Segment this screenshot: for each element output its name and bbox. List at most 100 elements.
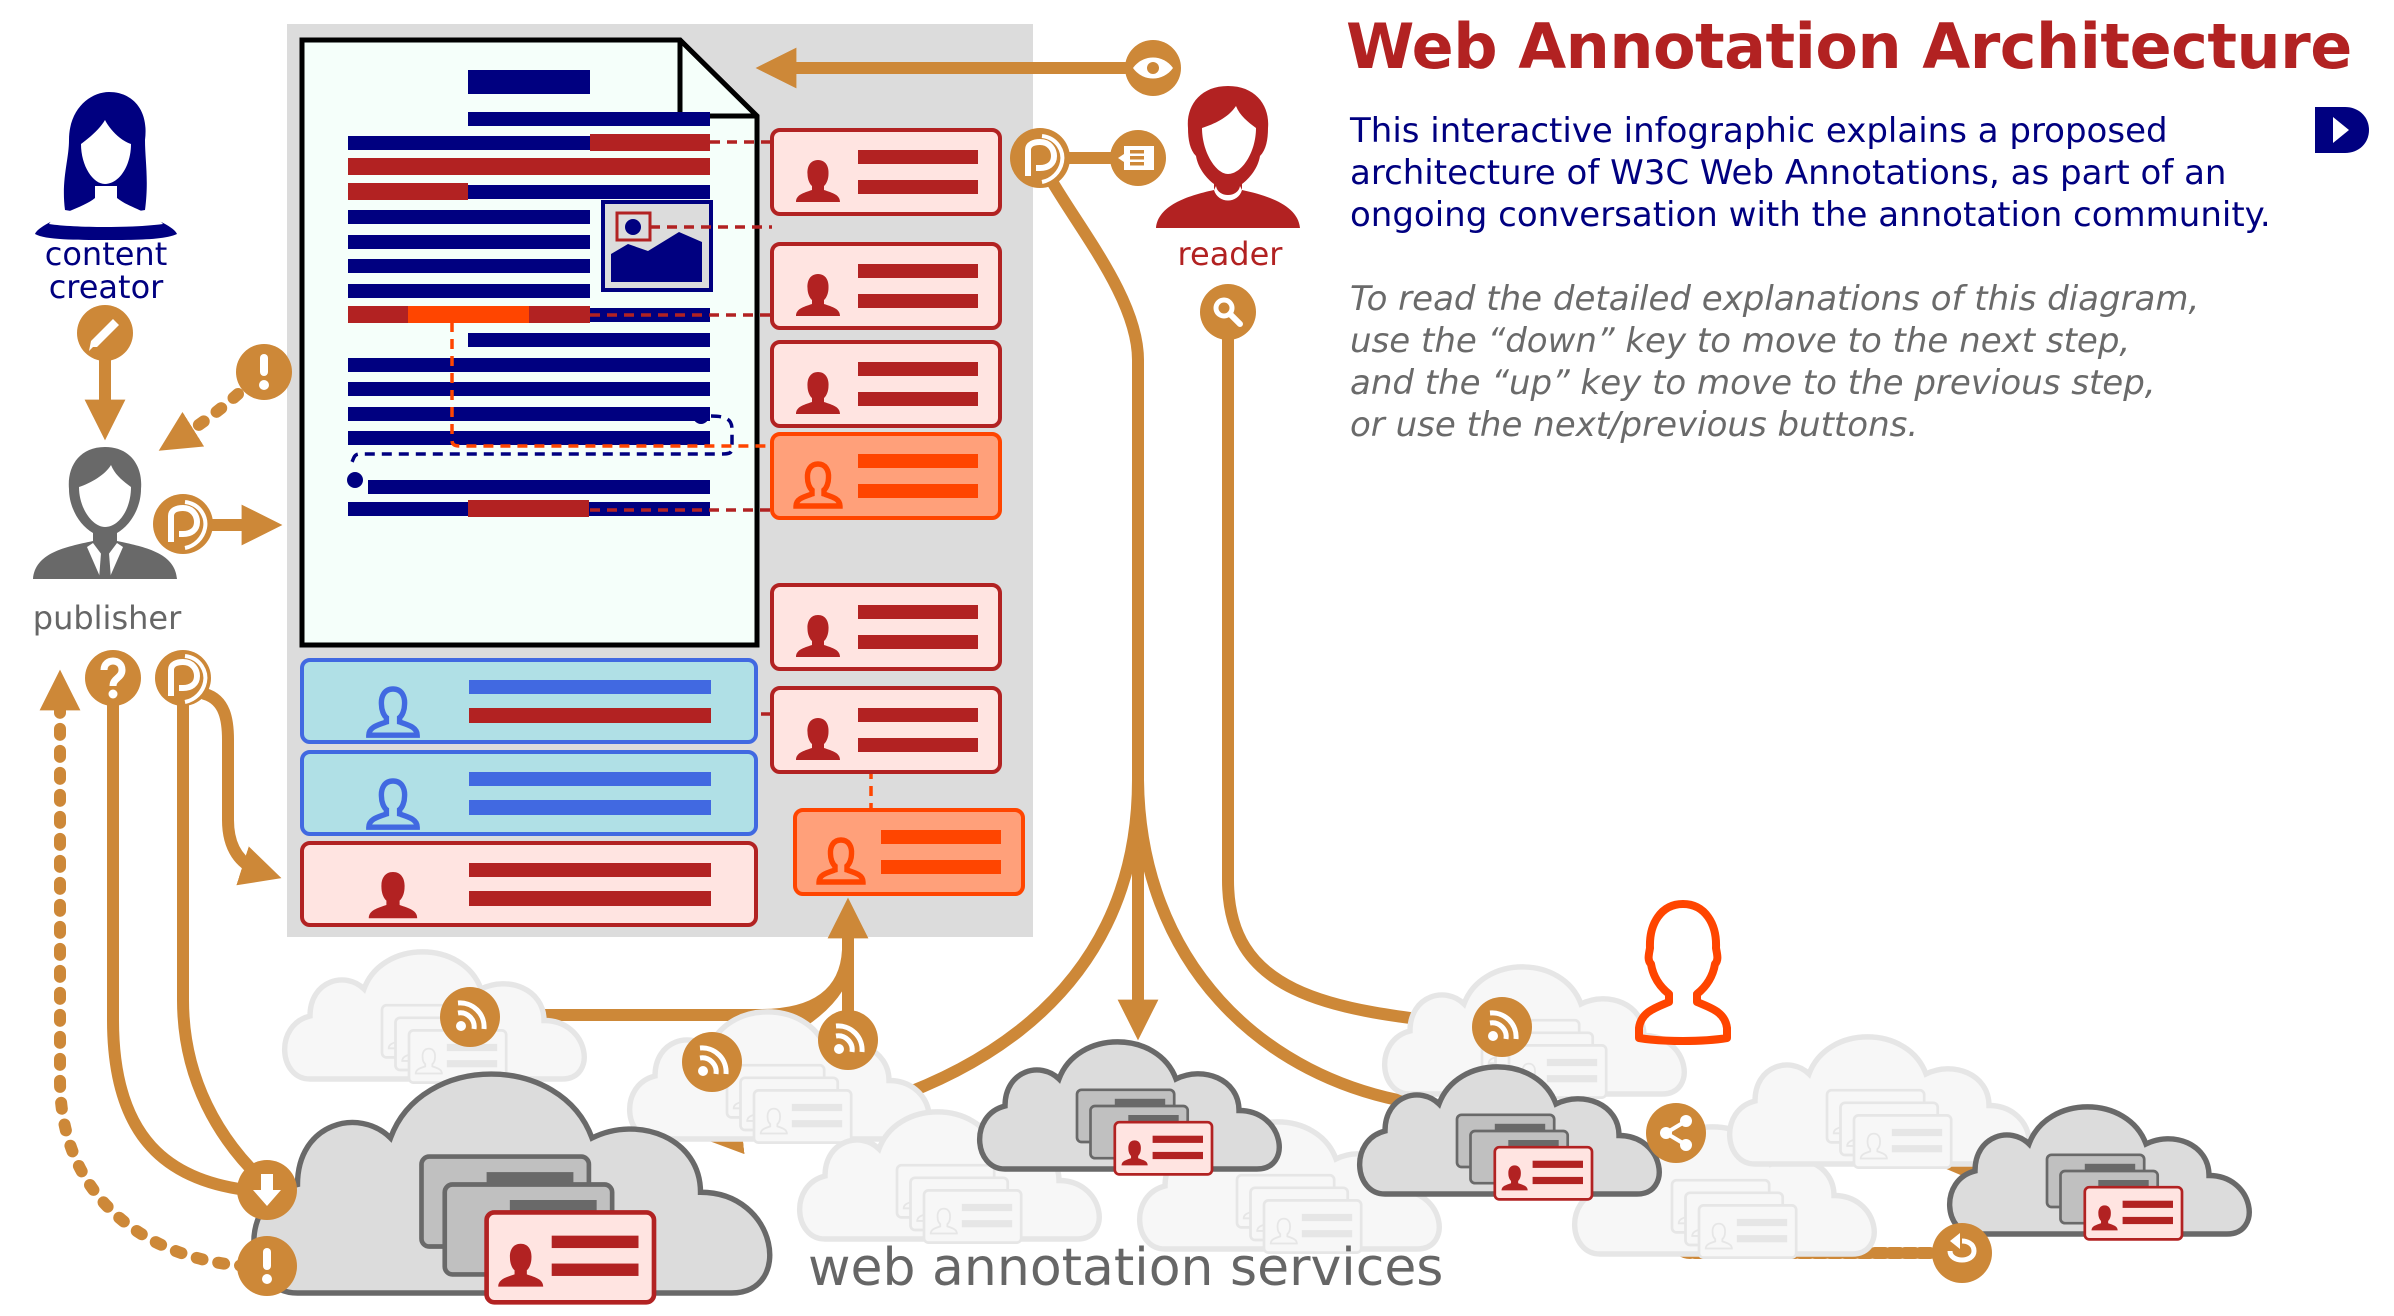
edit-pencil-icon [89, 319, 119, 351]
view-eye-badge[interactable] [1125, 40, 1181, 96]
publish-badge[interactable] [153, 494, 213, 554]
document-text-lines [347, 70, 734, 517]
label-line: creator [48, 268, 164, 306]
publish-search-icon [168, 654, 208, 704]
service-cloud-center[interactable] [980, 1042, 1280, 1175]
search-badge[interactable] [1200, 284, 1256, 340]
doc-image-mountain [611, 232, 702, 282]
arrow-feedback-to-publisher [158, 388, 244, 451]
publisher-figure [33, 447, 177, 579]
doc-line [468, 112, 710, 126]
other-user-figure [1635, 900, 1731, 1045]
download-icon [253, 1174, 281, 1206]
publisher-annotation-card[interactable] [300, 750, 758, 836]
question-badge[interactable] [85, 650, 141, 706]
annotation-card[interactable] [770, 242, 1002, 330]
rss-feed-icon [698, 1045, 729, 1076]
publisher-annotation-card[interactable] [300, 658, 758, 744]
doc-image-sun [625, 219, 641, 235]
intro-line: ongoing conversation with the annotation… [1350, 195, 2271, 235]
publish-search-badge[interactable] [155, 650, 211, 706]
arrow-to-right-cloud [1132, 774, 1441, 1122]
annotation-text-line [858, 294, 978, 308]
sync-icon [1947, 1233, 1977, 1263]
annotation-text-line [469, 800, 711, 815]
search-icon [1213, 297, 1243, 327]
annotation-text-line [469, 863, 711, 877]
next-step-button[interactable] [2315, 107, 2369, 153]
share-icon [1660, 1115, 1692, 1151]
doc-line [468, 185, 710, 199]
annotation-text-line [858, 264, 978, 278]
annotation-text-line [858, 635, 978, 649]
annotation-text-line [858, 484, 978, 498]
annotation-text-line [858, 180, 978, 194]
intro-line: architecture of W3C Web Annotations, as … [1350, 153, 2227, 193]
next-step-icon [2315, 107, 2369, 153]
doc-line [348, 382, 710, 396]
content-creator-figure [35, 92, 177, 240]
annotation-text-line [881, 860, 1001, 874]
rss-feed-badge[interactable] [1472, 997, 1532, 1057]
arrow-publisher-to-own-annotations [199, 688, 282, 886]
rss-feed-icon [456, 1000, 487, 1031]
faded-service-cloud [630, 1012, 930, 1143]
rss-feed-badge[interactable] [682, 1032, 742, 1092]
link-question-to-download [107, 688, 252, 1196]
alert-feedback-icon [259, 354, 269, 390]
doc-line [348, 136, 590, 150]
annotation-text-line [858, 454, 978, 468]
instruction-line: To read the detailed explanations of thi… [1350, 279, 2200, 319]
reply-annotation-card[interactable] [793, 808, 1025, 896]
annotation-text-line [858, 362, 978, 376]
doc-line [348, 284, 590, 298]
publisher-label: publisher [32, 599, 182, 637]
intro-line: This interactive infographic explains a … [1350, 111, 2168, 151]
annotation-text-line [469, 680, 711, 694]
sync-badge[interactable] [1932, 1223, 1992, 1283]
instruction-line: and the “up” key to move to the previous… [1350, 363, 2156, 403]
doc-highlight-annotated [468, 500, 589, 517]
alert-notify-badge[interactable] [237, 1236, 297, 1296]
faded-service-cloud [285, 952, 585, 1083]
reader-figure [1156, 86, 1300, 228]
doc-highlight-annotated [590, 134, 710, 151]
share-badge[interactable] [1646, 1103, 1706, 1163]
doc-line [348, 407, 710, 421]
question-icon [100, 657, 126, 699]
annotation-card[interactable] [770, 686, 1002, 774]
doc-line [368, 480, 710, 494]
rss-feed-icon [1488, 1010, 1519, 1041]
rss-feed-badge[interactable] [440, 987, 500, 1047]
annotation-card[interactable] [770, 583, 1002, 671]
doc-line [348, 259, 590, 273]
annotation-text-line [858, 708, 978, 722]
rss-feed-badge[interactable] [818, 1010, 878, 1070]
other-user-outline-icon [1635, 900, 1731, 1045]
reply-annotation-card[interactable] [770, 432, 1002, 520]
alert-feedback-badge[interactable] [236, 344, 292, 400]
doc-heading-bar [468, 70, 590, 94]
selection-start-dot [693, 408, 709, 424]
publish-icon [168, 500, 208, 550]
annotation-text-line [469, 772, 711, 786]
annotation-text-line [858, 605, 978, 619]
comment-badge[interactable] [1110, 130, 1166, 186]
annotation-card[interactable] [770, 340, 1002, 428]
annotate-publish-badge[interactable] [1010, 128, 1070, 188]
annotation-text-line [469, 708, 711, 723]
doc-multiline-selection [350, 414, 734, 463]
doc-highlight-annotated [348, 183, 468, 200]
instruction-line: use the “down” key to move to the next s… [1350, 321, 2131, 361]
selection-end-dot [347, 472, 363, 488]
own-annotation-card[interactable] [300, 841, 758, 927]
arrow-alert-to-publisher-dotted [39, 669, 252, 1272]
edit-pencil-badge[interactable] [77, 305, 133, 361]
content-creator-label: content creator [20, 238, 192, 304]
annotation-card[interactable] [770, 128, 1002, 216]
download-badge[interactable] [237, 1160, 297, 1220]
annotation-text-line [858, 392, 978, 406]
doc-line [468, 333, 710, 347]
comment-icon [1118, 146, 1154, 170]
alert-notify-icon [262, 1248, 272, 1284]
